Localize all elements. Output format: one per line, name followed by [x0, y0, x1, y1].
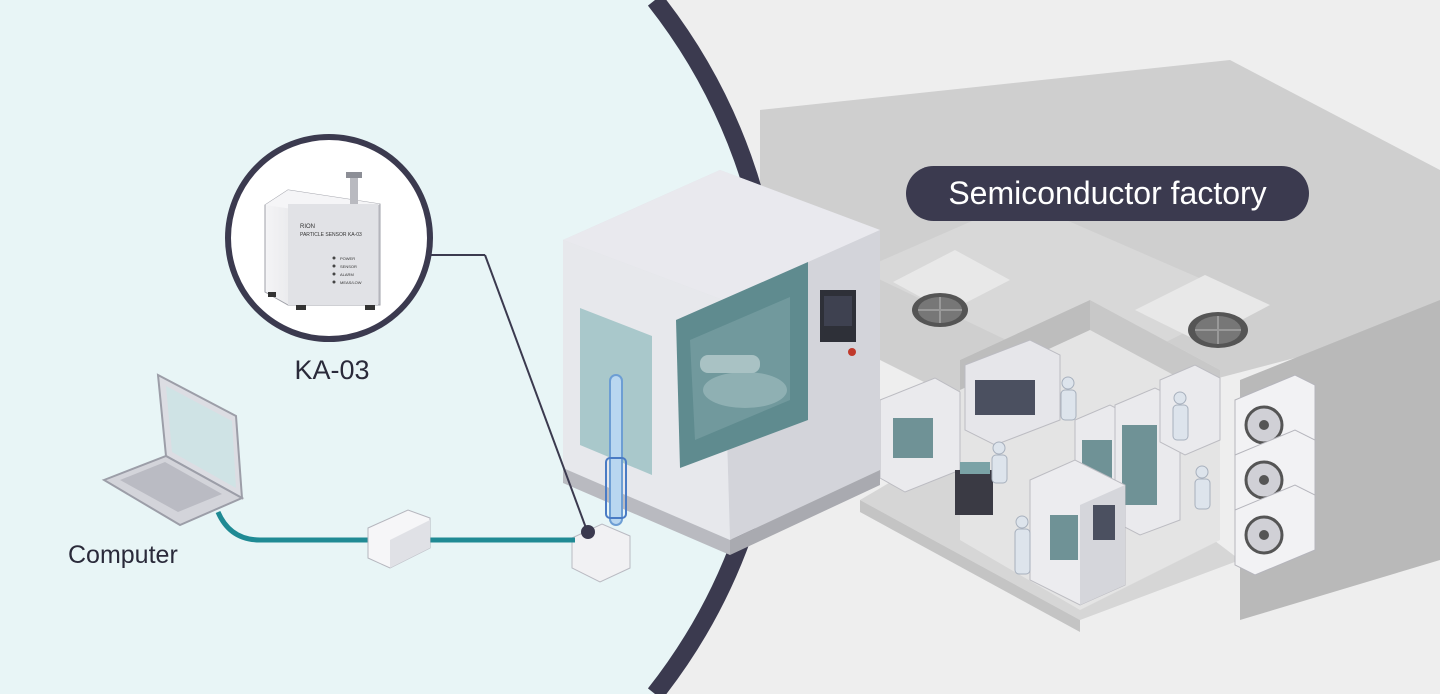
roof-vent-right: [1135, 275, 1270, 348]
worker-5: [1194, 465, 1211, 510]
factory-label-badge: Semiconductor factory: [906, 166, 1309, 221]
sensor-model-label: KA-03: [294, 355, 370, 385]
network-cable: [215, 510, 575, 543]
factory-machine-2: [964, 339, 1061, 446]
factory-label: Semiconductor factory: [948, 175, 1267, 211]
roof-vent-left: [893, 250, 1010, 327]
process-machine: [563, 170, 880, 555]
computer-label: Computer: [68, 541, 178, 569]
ka03-sensor-image: RION PARTICLE SENSOR KA-03 POWER SENSOR …: [264, 172, 381, 310]
factory-machine-5: [1029, 459, 1126, 606]
ac-unit-bottom: [1234, 484, 1316, 576]
outdoor-ac-units: [1234, 374, 1316, 576]
sensor-brand-text: RION: [300, 224, 315, 230]
sensor-product-text: PARTICLE SENSOR KA-03: [300, 232, 362, 238]
sensor-indicator-3: ALARM: [340, 272, 354, 277]
worker-1: [991, 441, 1008, 484]
sampling-tube: [605, 374, 627, 526]
worker-4: [1172, 391, 1189, 441]
converter-box: [367, 509, 431, 569]
worker-2: [1060, 376, 1077, 421]
laptop-icon: [101, 373, 245, 527]
worker-3: [1014, 515, 1031, 575]
ka03-callout: RION PARTICLE SENSOR KA-03 POWER SENSOR …: [225, 134, 433, 342]
sensor-indicator-2: SENSOR: [340, 264, 357, 269]
callout-leader-line-2: [484, 254, 587, 529]
sensor-indicator-4: MEAS/LOW: [340, 280, 362, 285]
sensor-indicator-1: POWER: [340, 256, 355, 261]
ka03-installed-unit: [571, 523, 631, 583]
factory-machine-6: [1159, 364, 1221, 456]
factory-machine-1: [879, 377, 961, 493]
cart: [955, 462, 993, 515]
